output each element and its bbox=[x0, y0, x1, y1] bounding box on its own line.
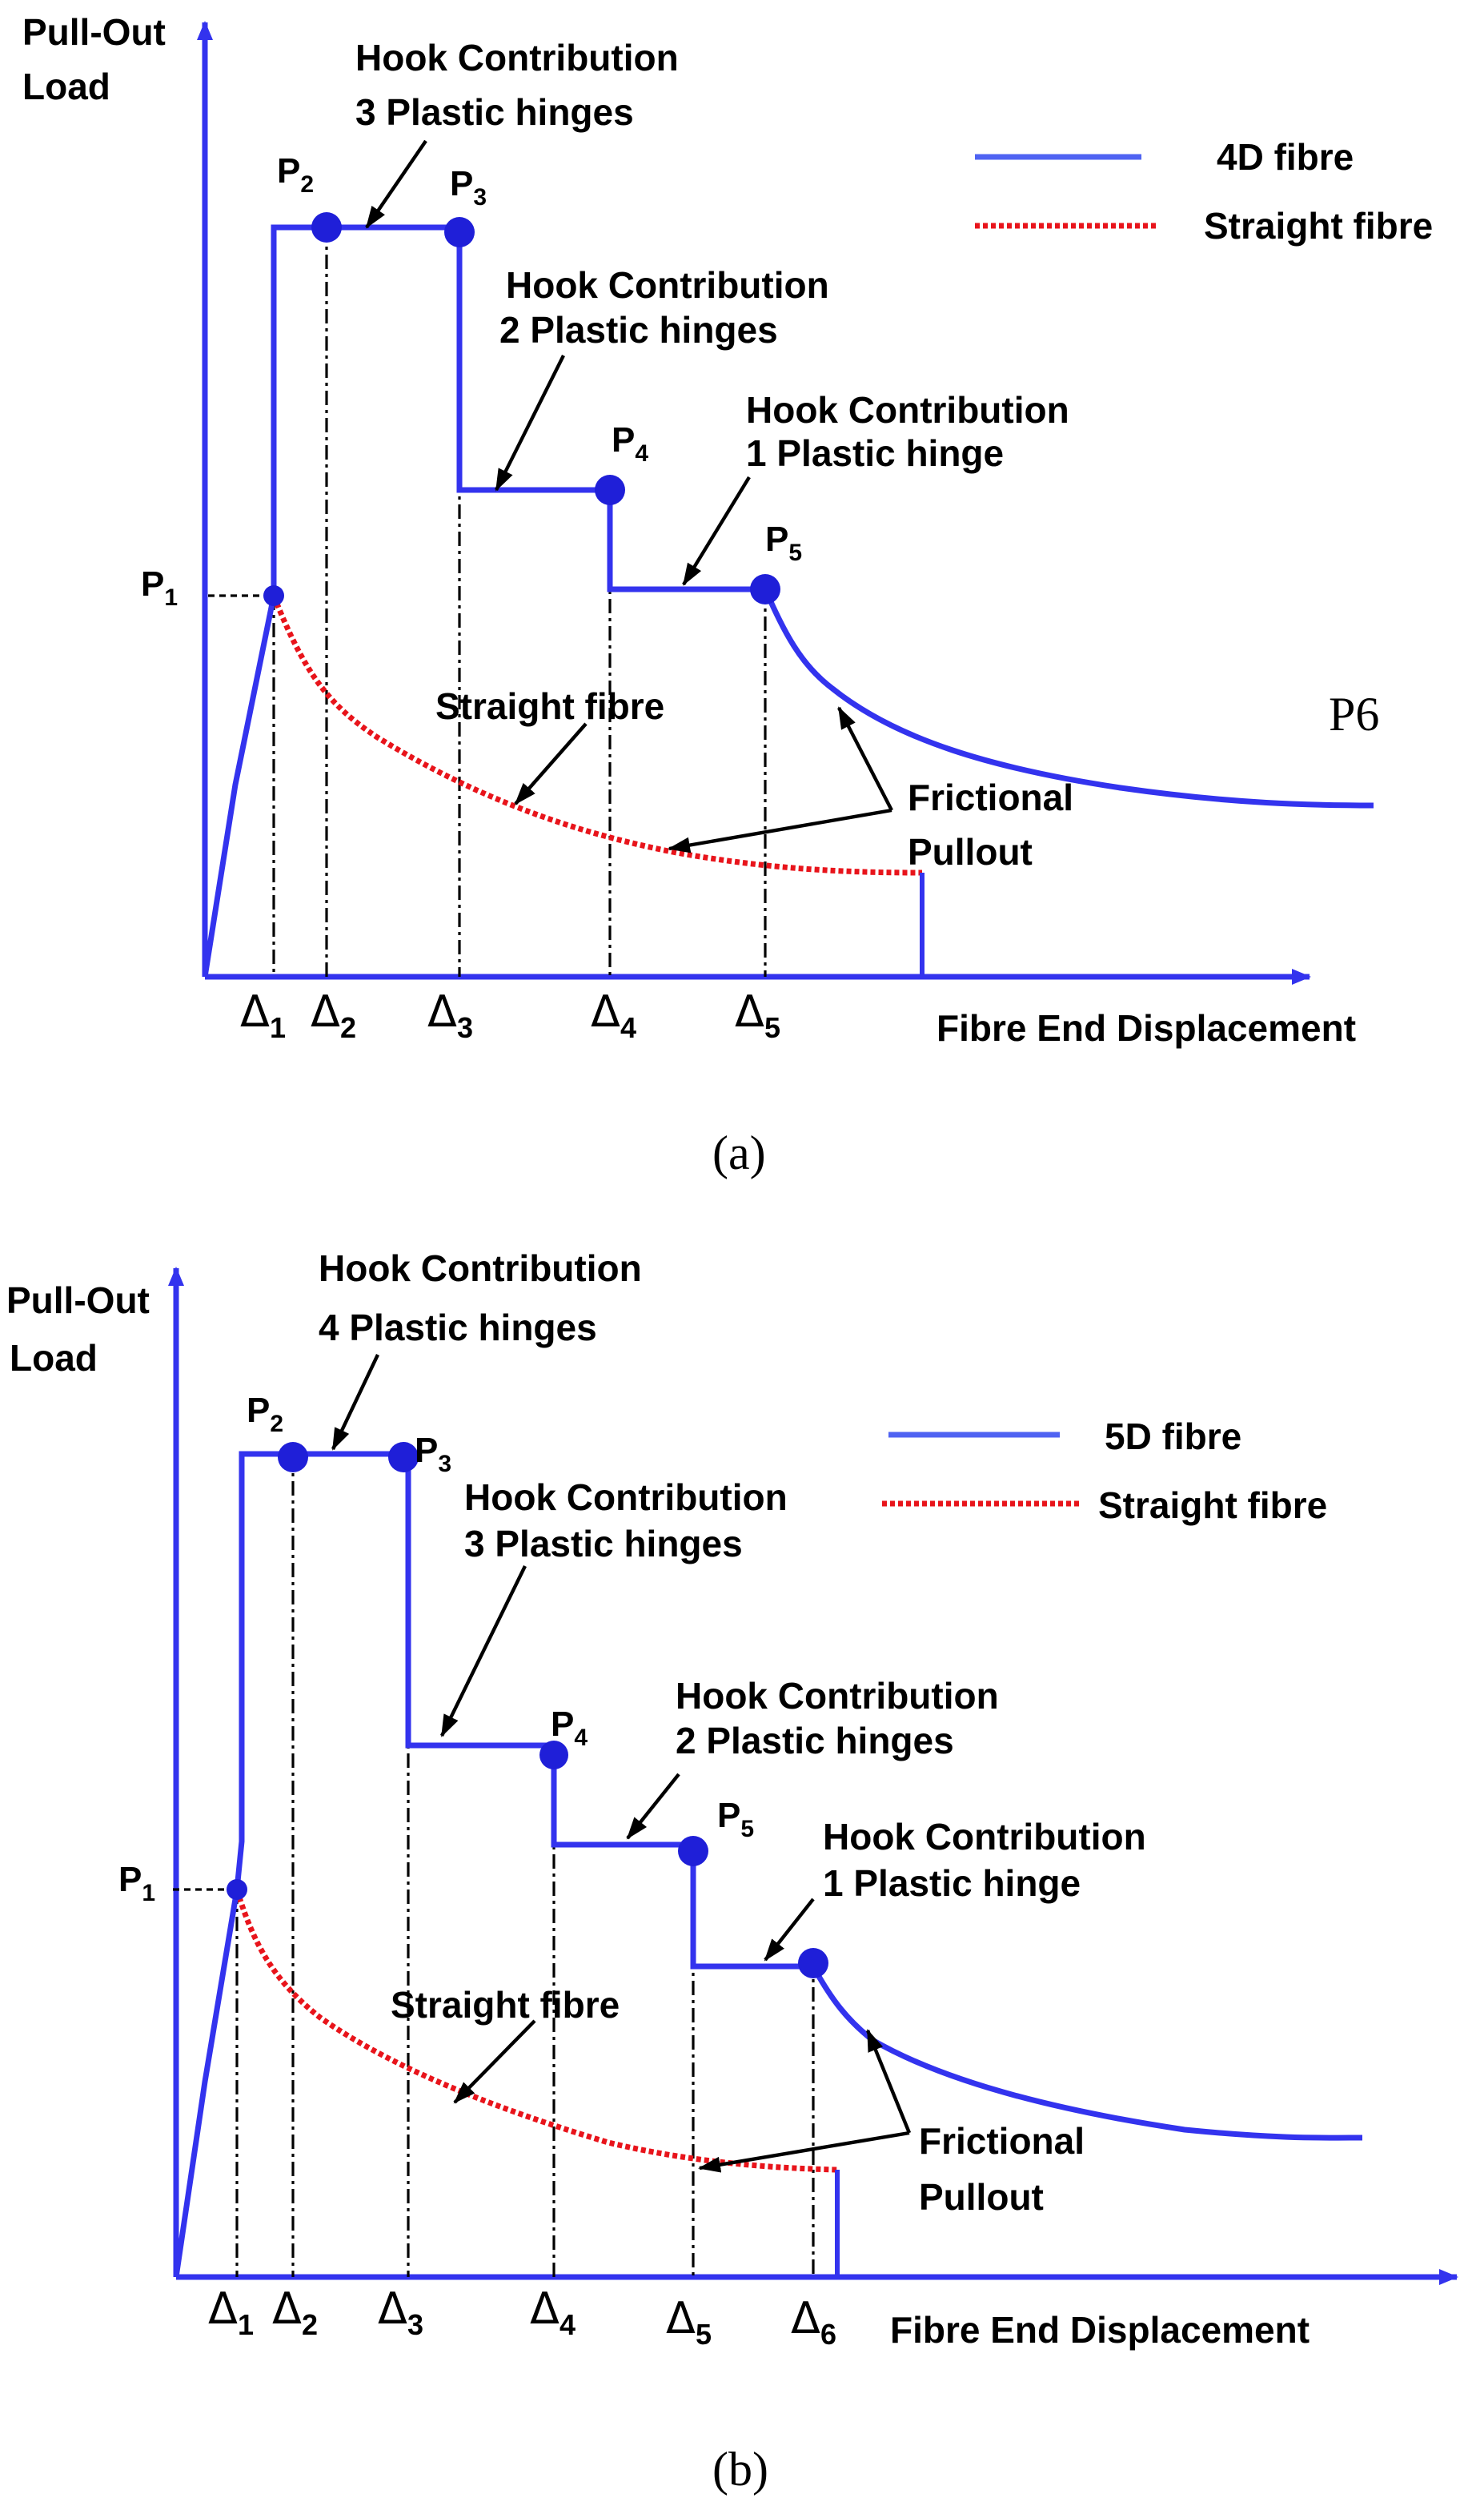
point-p5 bbox=[750, 574, 780, 604]
annotation-1-line2: 4 Plastic hinges bbox=[319, 1307, 597, 1348]
label-p5: P5 bbox=[717, 1796, 754, 1842]
label-p2: P2 bbox=[247, 1391, 283, 1437]
label-p3: P3 bbox=[450, 164, 487, 211]
label-p4: P4 bbox=[551, 1705, 588, 1751]
annotation-2-line2: 2 Plastic hinges bbox=[499, 309, 778, 351]
guide-lines bbox=[235, 1454, 815, 2277]
label-p1: P1 bbox=[141, 564, 178, 611]
label-delta-5: Δ5 bbox=[666, 2293, 712, 2351]
straight-fibre-curve bbox=[271, 594, 923, 876]
label-delta-6: Δ6 bbox=[791, 2293, 836, 2351]
frictional-label-line1: Frictional bbox=[908, 777, 1073, 818]
annotation-4-line1: Hook Contribution bbox=[823, 1816, 1146, 1857]
label-p1: P1 bbox=[118, 1860, 155, 1906]
straight-fibre-label: Straight fibre bbox=[435, 685, 664, 727]
annotation-arrows bbox=[331, 1354, 912, 2173]
x-axis-label: Fibre End Displacement bbox=[890, 2309, 1310, 2351]
label-p6: P6 bbox=[1329, 688, 1379, 741]
annotation-2-line1: Hook Contribution bbox=[464, 1476, 788, 1518]
legend-label-1: 4D fibre bbox=[1217, 136, 1354, 178]
panel-b: Pull-Out Load Fibre End Displacement 5D … bbox=[6, 1247, 1458, 2496]
point-p5 bbox=[678, 1836, 708, 1866]
point-p4 bbox=[539, 1741, 568, 1769]
annotation-2-line2: 3 Plastic hinges bbox=[464, 1523, 743, 1564]
x-axis-label: Fibre End Displacement bbox=[937, 1007, 1356, 1049]
label-p3: P3 bbox=[415, 1431, 451, 1477]
frictional-label-line2: Pullout bbox=[908, 831, 1033, 873]
legend-label-2: Straight fibre bbox=[1098, 1484, 1327, 1526]
y-axis-label-line2: Load bbox=[22, 66, 110, 107]
label-delta-3: Δ3 bbox=[378, 2283, 423, 2341]
y-axis-label-line2: Load bbox=[10, 1337, 98, 1379]
point-p2 bbox=[311, 212, 342, 243]
label-p2: P2 bbox=[277, 151, 314, 198]
annotation-3-line2: 2 Plastic hinges bbox=[676, 1720, 954, 1761]
label-p4: P4 bbox=[612, 420, 648, 467]
legend-label-1: 5D fibre bbox=[1105, 1416, 1241, 1457]
annotation-1-line1: Hook Contribution bbox=[355, 37, 679, 78]
y-axis-label-line1: Pull-Out bbox=[6, 1279, 150, 1321]
label-delta-1: Δ1 bbox=[208, 2283, 254, 2341]
point-p1 bbox=[263, 585, 284, 606]
legend-label-2: Straight fibre bbox=[1204, 205, 1433, 247]
annotation-1-line1: Hook Contribution bbox=[319, 1247, 642, 1289]
annotation-2-line1: Hook Contribution bbox=[506, 264, 829, 306]
annotation-3-line1: Hook Contribution bbox=[746, 389, 1069, 431]
label-delta-1: Δ1 bbox=[240, 986, 286, 1044]
label-delta-5: Δ5 bbox=[735, 986, 780, 1044]
straight-fibre-curve bbox=[234, 1888, 838, 2173]
label-p5: P5 bbox=[765, 520, 802, 566]
hooked-fibre-curve bbox=[202, 224, 1374, 978]
label-delta-3: Δ3 bbox=[427, 986, 473, 1044]
point-p3 bbox=[388, 1442, 419, 1472]
point-p1 bbox=[227, 1879, 247, 1900]
point-p3 bbox=[444, 217, 475, 247]
annotation-3-line2: 1 Plastic hinge bbox=[746, 432, 1004, 474]
annotation-4-line2: 1 Plastic hinge bbox=[823, 1862, 1081, 1904]
hooked-fibre-curve bbox=[173, 1451, 1363, 2278]
guide-lines bbox=[272, 227, 767, 977]
annotation-1-line2: 3 Plastic hinges bbox=[355, 91, 634, 133]
frictional-label-line1: Frictional bbox=[919, 2120, 1085, 2162]
straight-fibre-label: Straight fibre bbox=[391, 1984, 620, 2026]
label-delta-4: Δ4 bbox=[591, 986, 636, 1044]
point-p6 bbox=[798, 1948, 828, 1978]
panel-a: Pull-Out Load Fibre End Displacement 4D … bbox=[22, 11, 1433, 1179]
caption-a: (a) bbox=[712, 1126, 766, 1179]
label-delta-2: Δ2 bbox=[272, 2283, 318, 2341]
point-p4 bbox=[595, 475, 625, 505]
annotation-arrows bbox=[365, 139, 893, 853]
y-axis-label-line1: Pull-Out bbox=[22, 11, 166, 53]
label-delta-2: Δ2 bbox=[311, 986, 356, 1044]
point-p2 bbox=[278, 1442, 308, 1472]
caption-b: (b) bbox=[712, 2443, 768, 2496]
annotation-3-line1: Hook Contribution bbox=[676, 1675, 999, 1717]
label-delta-4: Δ4 bbox=[530, 2283, 576, 2341]
frictional-label-line2: Pullout bbox=[919, 2176, 1044, 2218]
